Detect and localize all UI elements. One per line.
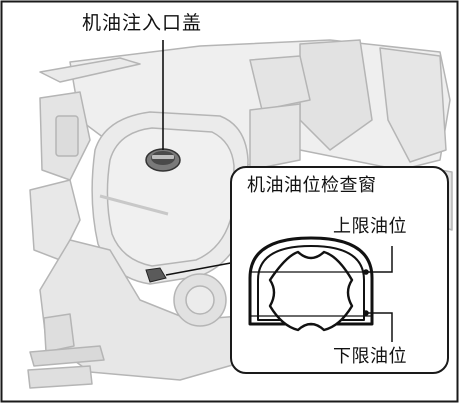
window-leader — [165, 261, 237, 276]
upper-level-label: 上限油位 — [333, 216, 407, 237]
oil-level-window-marker — [145, 267, 167, 283]
lower-level-label: 下限油位 — [333, 346, 407, 367]
oil-level-window-label: 机油油位检查窗 — [247, 175, 377, 196]
oil-window-detail — [248, 236, 374, 332]
lower-level-pointer — [363, 310, 393, 342]
oil-filler-cap-label: 机油注入口盖 — [82, 12, 203, 34]
upper-level-pointer — [363, 246, 393, 275]
oil-filler-cap — [145, 148, 181, 172]
engine-illustration — [27, 39, 453, 389]
